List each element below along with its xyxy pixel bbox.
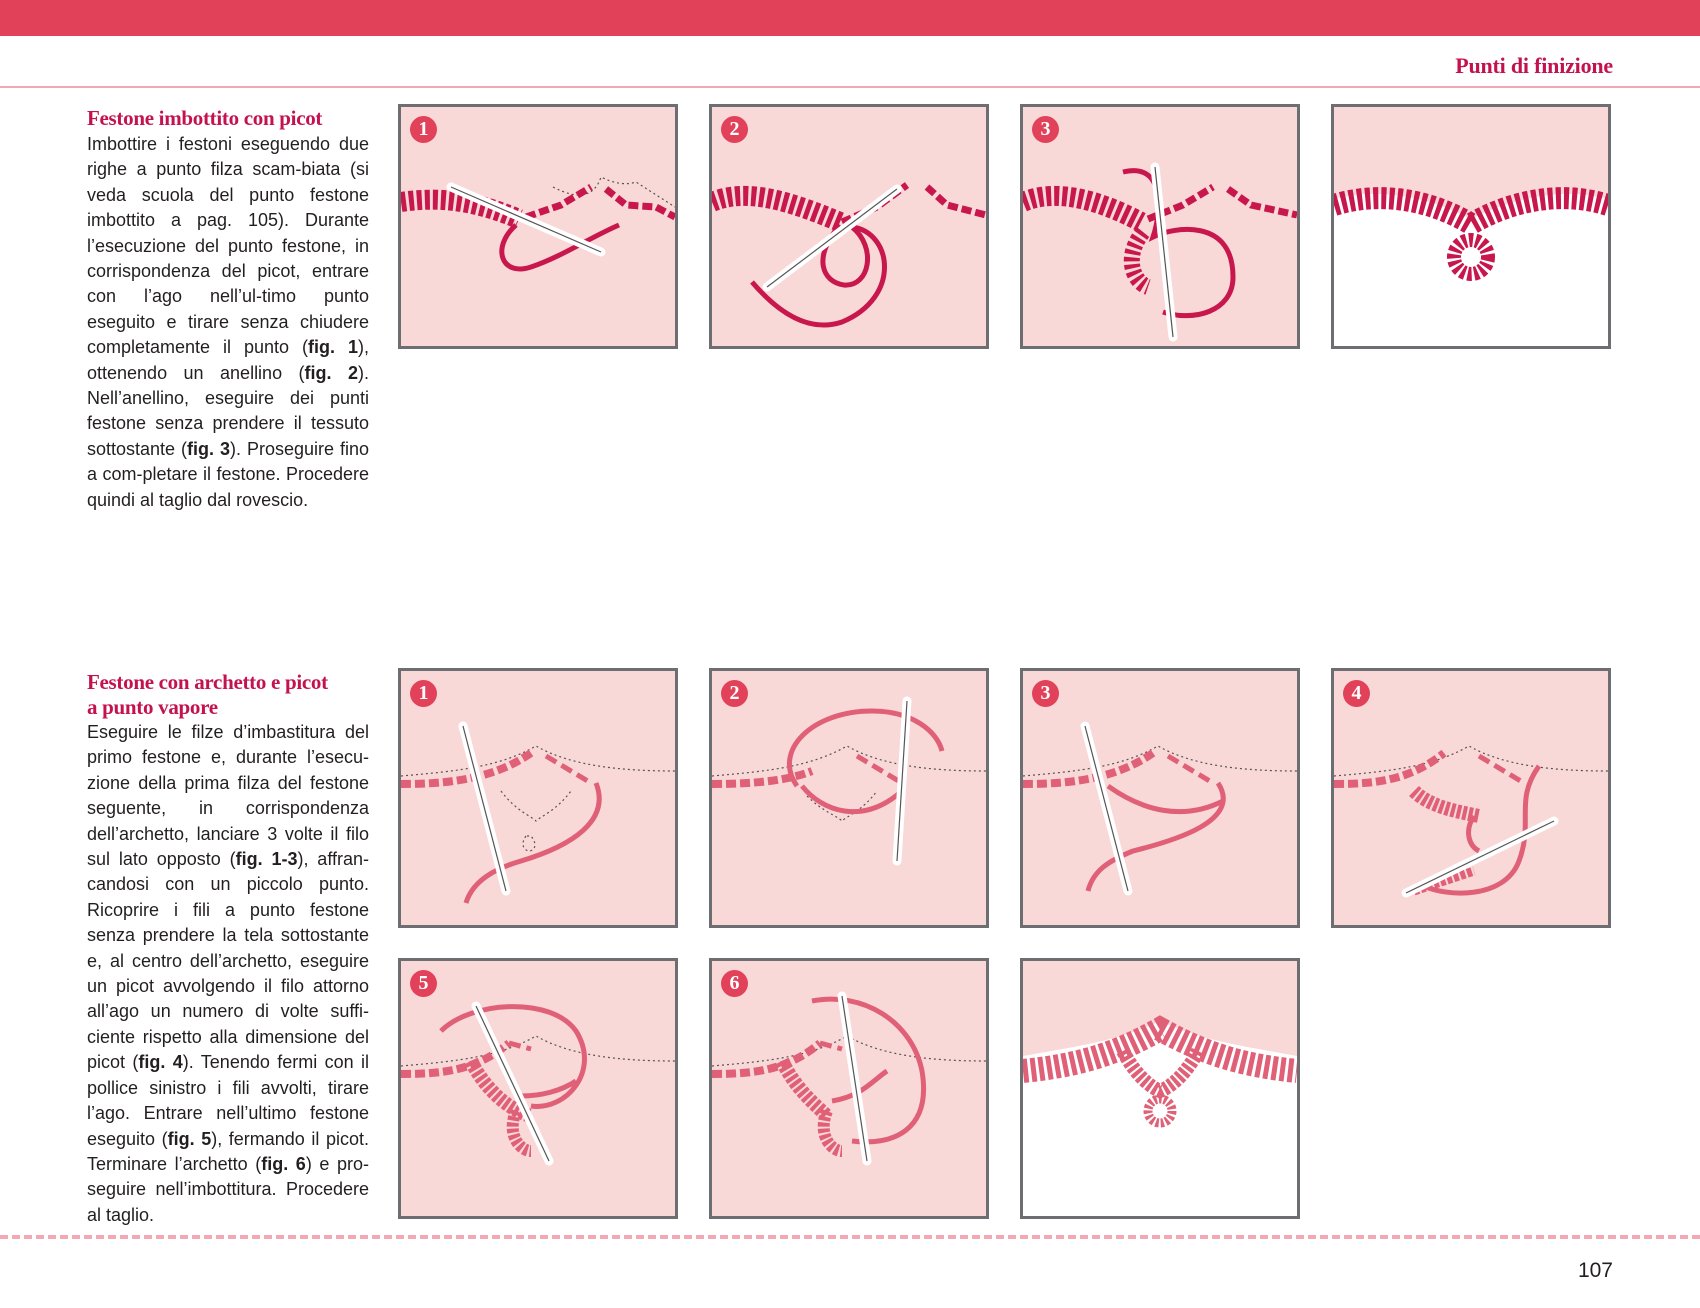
footer-dashed-rule xyxy=(0,1235,1700,1239)
figure-number-3: 3 xyxy=(1032,680,1059,707)
section2-figure-3: 3 xyxy=(1020,668,1300,928)
figure-number-6: 6 xyxy=(721,970,748,997)
figure-number-1: 1 xyxy=(410,680,437,707)
section2-figure-result xyxy=(1020,958,1300,1219)
section2-text: Eseguire le filze d’imbastitura del prim… xyxy=(87,722,369,1225)
section2-figure-2: 2 xyxy=(709,668,989,928)
figure-number-4: 4 xyxy=(1343,680,1370,707)
section2-figure-6: 6 xyxy=(709,958,989,1219)
section1-title: Festone imbottito con picot xyxy=(87,106,323,130)
section2-figure-1: 1 xyxy=(398,668,678,928)
running-head: Punti di finizione xyxy=(1455,53,1613,78)
figure-number-2: 2 xyxy=(721,680,748,707)
section1-text: Imbottire i festoni eseguendo due righe … xyxy=(87,134,370,510)
page-number: 107 xyxy=(1577,1259,1613,1282)
figure-number-3: 3 xyxy=(1032,116,1059,143)
header-rule xyxy=(0,86,1700,88)
section1-figure-1: 1 xyxy=(398,104,678,349)
section1-figure-result xyxy=(1331,104,1611,349)
section2-figure-4: 4 xyxy=(1331,668,1611,928)
section2-figure-5: 5 xyxy=(398,958,678,1219)
section1-figure-3: 3 xyxy=(1020,104,1300,349)
figure-number-1: 1 xyxy=(410,116,437,143)
figure-number-2: 2 xyxy=(721,116,748,143)
top-color-band xyxy=(0,0,1700,36)
figure-number-5: 5 xyxy=(410,970,437,997)
section2-title: Festone con archetto e picot a punto vap… xyxy=(87,670,328,719)
section1-figure-2: 2 xyxy=(709,104,989,349)
